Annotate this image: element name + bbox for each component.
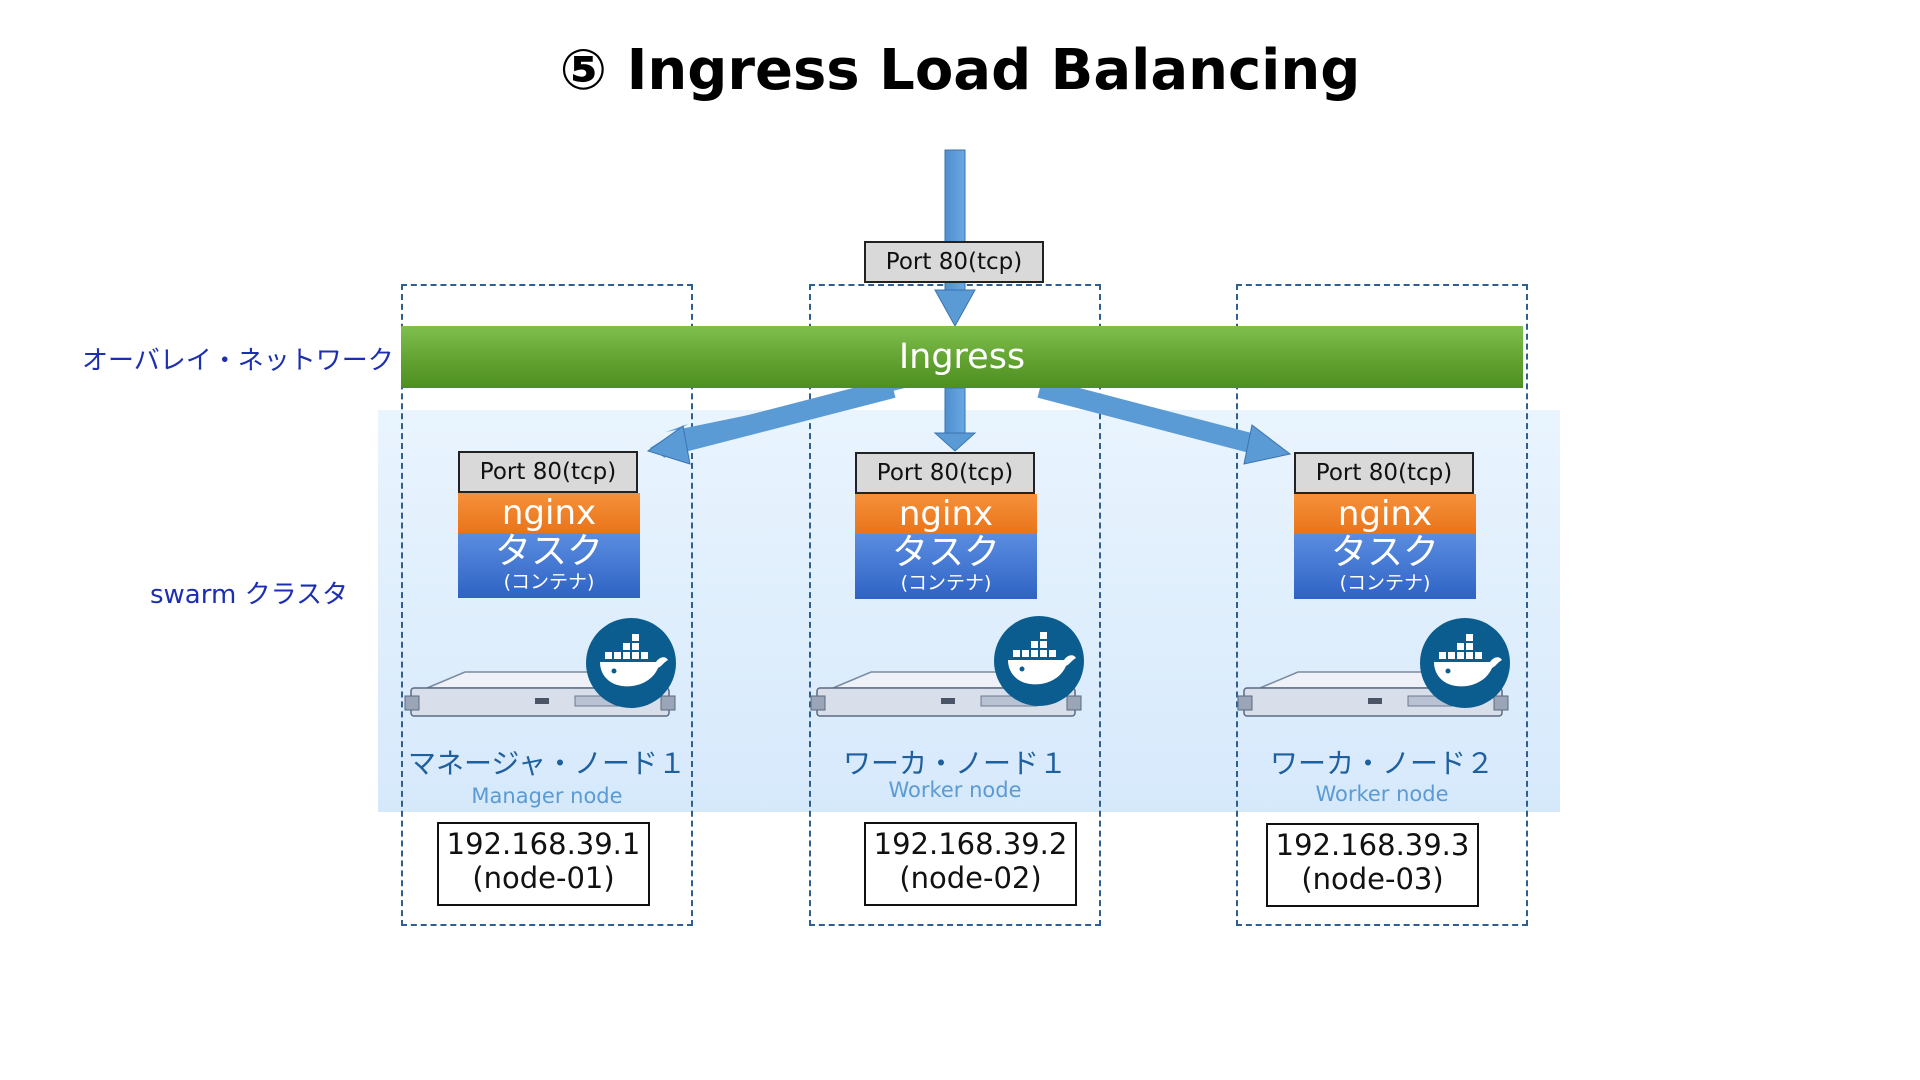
node-1-name: マネージャ・ノード１: [407, 747, 687, 780]
node-3-task-sublabel: (コンテナ): [1339, 572, 1431, 594]
node-3-role: Worker node: [1315, 782, 1449, 806]
page-title: ⑤ Ingress Load Balancing: [559, 38, 1361, 103]
incoming-arrow: [934, 149, 976, 328]
node-3-docker-whale-icon: [1420, 618, 1510, 708]
overlay-network-label: オーバレイ・ネットワーク: [82, 346, 394, 376]
node-2-task-stack: nginx タスク (コンテナ): [855, 494, 1037, 599]
node-3-name: ワーカ・ノード２: [1269, 747, 1494, 780]
node-3-task-label: タスク: [1330, 532, 1439, 573]
node-2-task-label: タスク: [891, 532, 1000, 573]
node-2-ip-box: 192.168.39.2 (node-02): [864, 822, 1077, 906]
arrow-to-node-1: [646, 378, 905, 465]
node-1-ip: 192.168.39.1: [446, 827, 641, 861]
node-3-ip-box: 192.168.39.3 (node-03): [1266, 823, 1479, 907]
node-3-task-block: タスク (コンテナ): [1294, 534, 1476, 599]
node-1-ip-box: 192.168.39.1 (node-01): [437, 822, 650, 906]
node-3-port-box: Port 80(tcp): [1294, 452, 1474, 494]
node-1-nginx-label: nginx: [458, 493, 640, 533]
node-1-task-label: タスク: [494, 531, 603, 572]
node-1-hostname: (node-01): [472, 861, 615, 895]
node-3-hostname: (node-03): [1301, 862, 1444, 896]
ingress-label: Ingress: [898, 337, 1026, 377]
node-2-ip: 192.168.39.2: [873, 827, 1068, 861]
swarm-cluster-label: swarm クラスタ: [150, 580, 349, 610]
node-3-task-stack: nginx タスク (コンテナ): [1294, 494, 1476, 599]
node-2-name: ワーカ・ノード１: [842, 747, 1067, 780]
node-2-port-box: Port 80(tcp): [855, 452, 1035, 494]
node-2-task-sublabel: (コンテナ): [900, 572, 992, 594]
node-2-nginx-label: nginx: [855, 494, 1037, 534]
node-1-role: Manager node: [471, 784, 623, 808]
node-1-docker-whale-icon: [586, 618, 676, 708]
node-2-role: Worker node: [888, 778, 1022, 802]
arrow-to-node-2: [933, 387, 977, 452]
node-1-task-sublabel: (コンテナ): [503, 571, 595, 593]
node-1-task-stack: nginx タスク (コンテナ): [458, 493, 640, 598]
ingress-port-box: Port 80(tcp): [864, 241, 1044, 283]
node-2-task-block: タスク (コンテナ): [855, 534, 1037, 599]
node-frame-1: [401, 284, 693, 926]
node-2-docker-whale-icon: [994, 616, 1084, 706]
node-1-task-block: タスク (コンテナ): [458, 533, 640, 598]
node-frame-3: [1236, 284, 1528, 926]
ingress-bar: Ingress: [401, 326, 1523, 388]
node-3-ip: 192.168.39.3: [1275, 828, 1470, 862]
arrow-to-node-3: [1037, 378, 1292, 465]
node-1-port-box: Port 80(tcp): [458, 451, 638, 493]
node-2-hostname: (node-02): [899, 861, 1042, 895]
node-3-nginx-label: nginx: [1294, 494, 1476, 534]
